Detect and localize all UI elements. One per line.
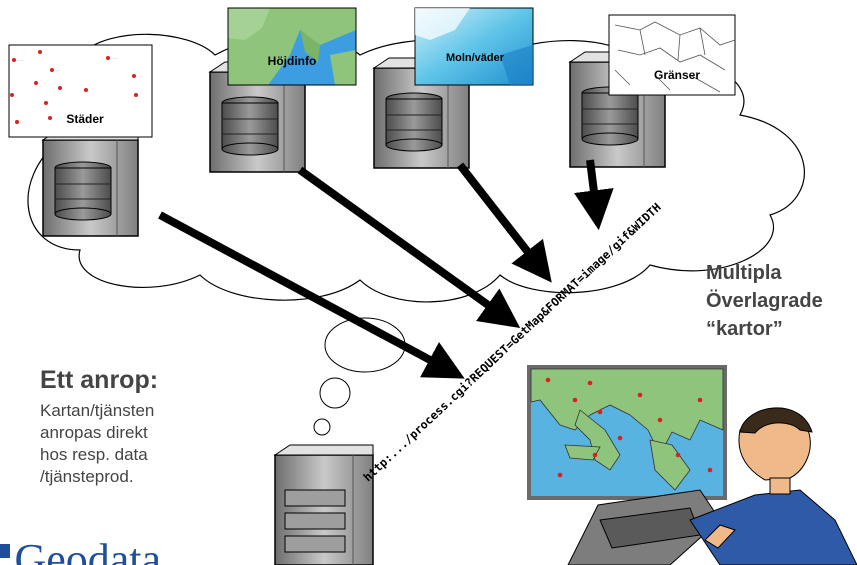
call-line-2: anropas direkt xyxy=(40,423,148,442)
map-tile-granser xyxy=(608,14,736,96)
server-client xyxy=(273,444,374,565)
thought-bubble xyxy=(313,418,331,436)
svg-text:·····: ····· xyxy=(111,56,117,61)
call-line-3: hos resp. data xyxy=(40,445,148,464)
logo-text: Geodata xyxy=(14,538,162,565)
person-at-computer xyxy=(567,407,857,565)
call-line-1: Kartan/tjänsten xyxy=(40,401,155,420)
map-tile-stader: ················· xyxy=(8,44,153,138)
arrow-moln xyxy=(456,162,552,283)
arrow-granser xyxy=(573,159,614,231)
logo: Geodata xyxy=(0,538,161,565)
map-tile-moln xyxy=(414,7,534,86)
merged-map xyxy=(527,365,727,500)
server-stader xyxy=(41,129,139,237)
note-line-2: Överlagrade xyxy=(706,290,823,312)
arrow-stader xyxy=(158,211,465,379)
note-line-1: Multipla xyxy=(706,262,782,284)
map-tile-hojdinfo xyxy=(227,7,357,86)
label-stader: Städer xyxy=(66,112,104,126)
arrow-group xyxy=(158,159,614,379)
call-line-4: /tjänsteprod. xyxy=(40,467,134,486)
thought-bubble xyxy=(319,377,351,409)
call-title: Ett anrop: xyxy=(40,366,159,394)
label-granser: Gränser xyxy=(653,68,701,82)
logo-square xyxy=(0,544,10,558)
arrow-hojdinfo xyxy=(297,166,521,329)
note-line-3: “kartor” xyxy=(706,318,783,340)
label-hojdinfo: Höjdinfo xyxy=(267,54,317,68)
svg-text:·····: ····· xyxy=(17,58,23,63)
svg-text:····: ···· xyxy=(55,68,60,73)
label-moln: Moln/väder xyxy=(445,52,505,64)
svg-text:···: ··· xyxy=(138,74,142,79)
